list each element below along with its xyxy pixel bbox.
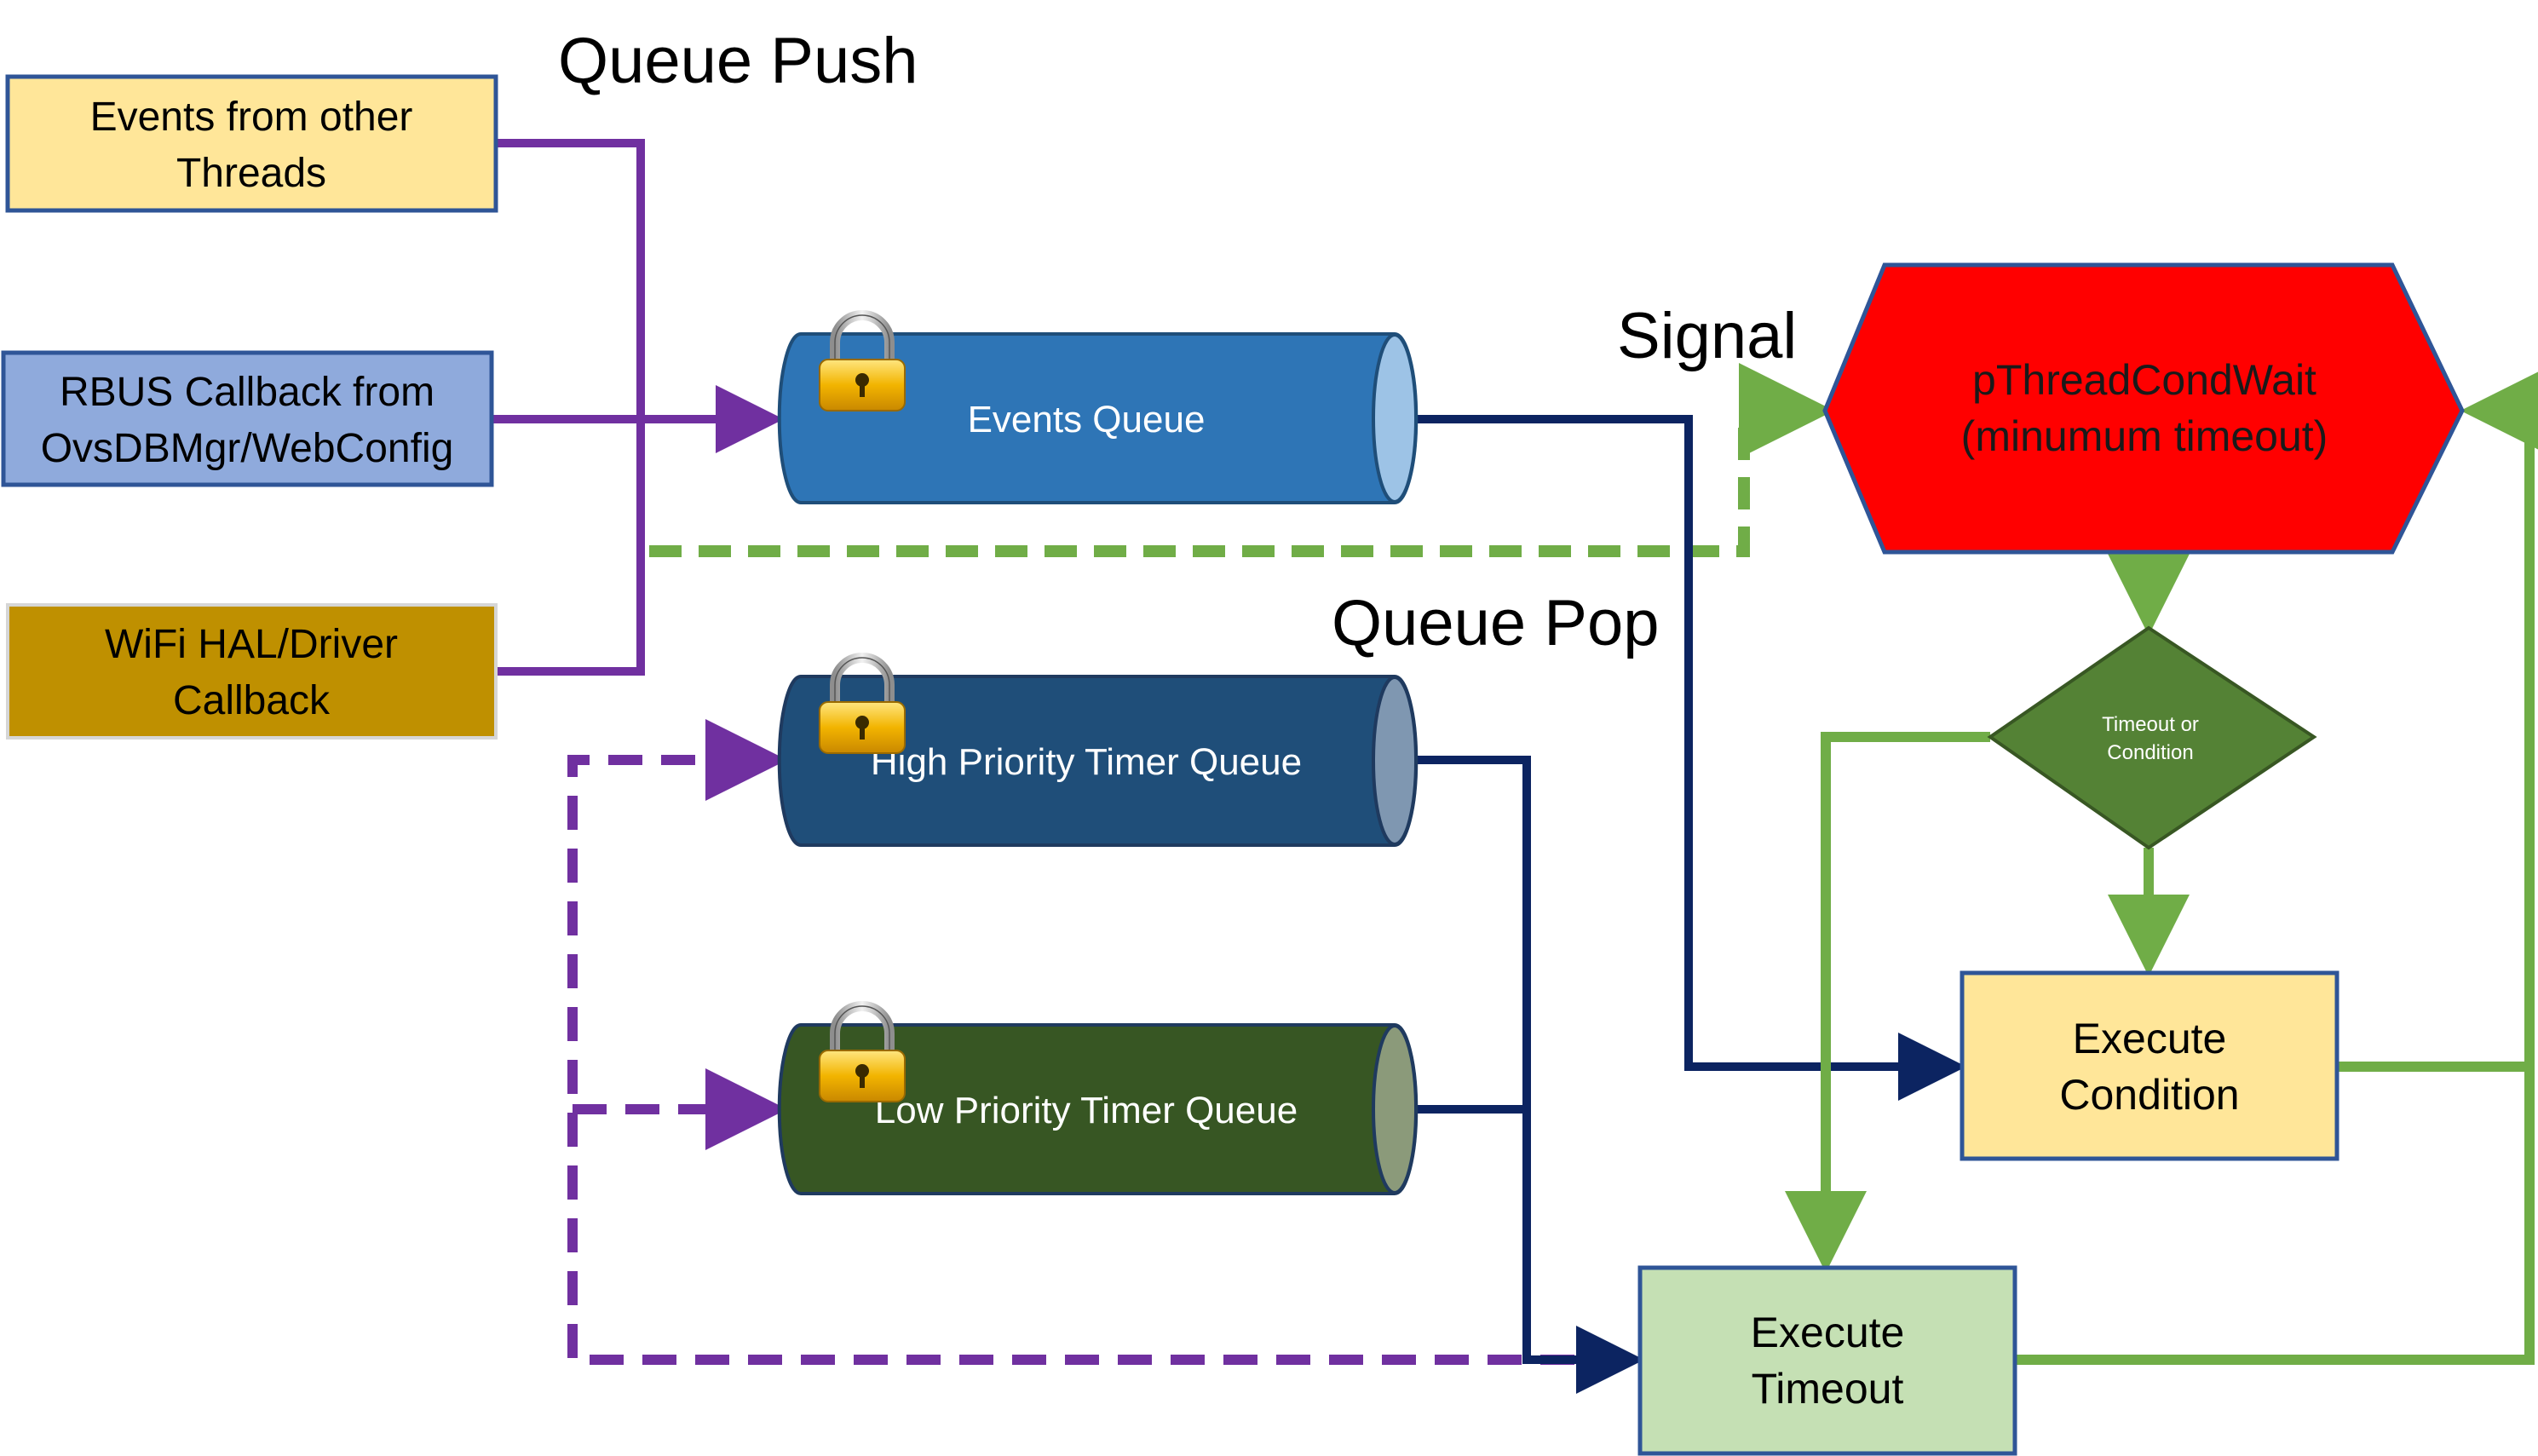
- execute-timeout-box: Execute Timeout: [1637, 1265, 2017, 1456]
- rbus-callback-line-2: OvsDBMgr/WebConfig: [41, 426, 454, 471]
- high-priority-queue-label: High Priority Timer Queue: [871, 741, 1302, 783]
- execute-timeout-line-1: Execute: [1751, 1309, 1905, 1356]
- flow-connectors: [1785, 370, 2538, 1365]
- cond-wait-hexagon: pThreadCondWait (minumum timeout): [1822, 262, 2465, 555]
- decision-line-1: Timeout or: [2102, 713, 2199, 736]
- decision-line-2: Condition: [2107, 741, 2193, 764]
- padlock-icon: [820, 315, 905, 411]
- execute-condition-line-1: Execute: [2073, 1015, 2227, 1062]
- pop-connectors: [1416, 415, 1966, 1394]
- high-priority-timer-queue: High Priority Timer Queue: [777, 658, 1419, 847]
- rbus-callback-box: RBUS Callback from OvsDBMgr/WebConfig: [1, 350, 494, 487]
- cond-wait-line-1: pThreadCondWait: [1972, 356, 2316, 404]
- events-from-threads-line-2: Threads: [176, 151, 326, 196]
- push-connectors: [492, 139, 784, 676]
- low-priority-timer-queue: Low Priority Timer Queue: [777, 1006, 1419, 1195]
- timeout-or-condition-diamond: Timeout or Condition: [1987, 625, 2317, 850]
- execute-condition-box: Execute Condition: [1960, 970, 2339, 1161]
- queue-push-label: Queue Push: [558, 25, 918, 97]
- events-queue: Events Queue: [777, 315, 1419, 504]
- padlock-icon: [820, 658, 905, 753]
- events-from-threads-box: Events from other Threads: [5, 74, 498, 213]
- signal-label: Signal: [1617, 300, 1797, 372]
- wifi-hal-line-2: Callback: [173, 678, 331, 723]
- signal-connector: [649, 363, 1834, 557]
- padlock-icon: [820, 1006, 905, 1102]
- execute-timeout-line-2: Timeout: [1752, 1365, 1904, 1413]
- timer-rearm-connectors: [567, 719, 1627, 1365]
- wifi-hal-line-1: WiFi HAL/Driver: [105, 622, 398, 667]
- events-from-threads-line-1: Events from other: [90, 95, 413, 140]
- low-priority-queue-label: Low Priority Timer Queue: [875, 1090, 1298, 1131]
- events-queue-label: Events Queue: [968, 399, 1206, 440]
- cond-wait-line-2: (minumum timeout): [1961, 412, 2328, 460]
- rbus-callback-line-1: RBUS Callback from: [60, 370, 435, 415]
- wifi-hal-box: WiFi HAL/Driver Callback: [6, 603, 498, 740]
- execute-condition-line-2: Condition: [2059, 1071, 2239, 1119]
- queue-pop-label: Queue Pop: [1332, 587, 1660, 659]
